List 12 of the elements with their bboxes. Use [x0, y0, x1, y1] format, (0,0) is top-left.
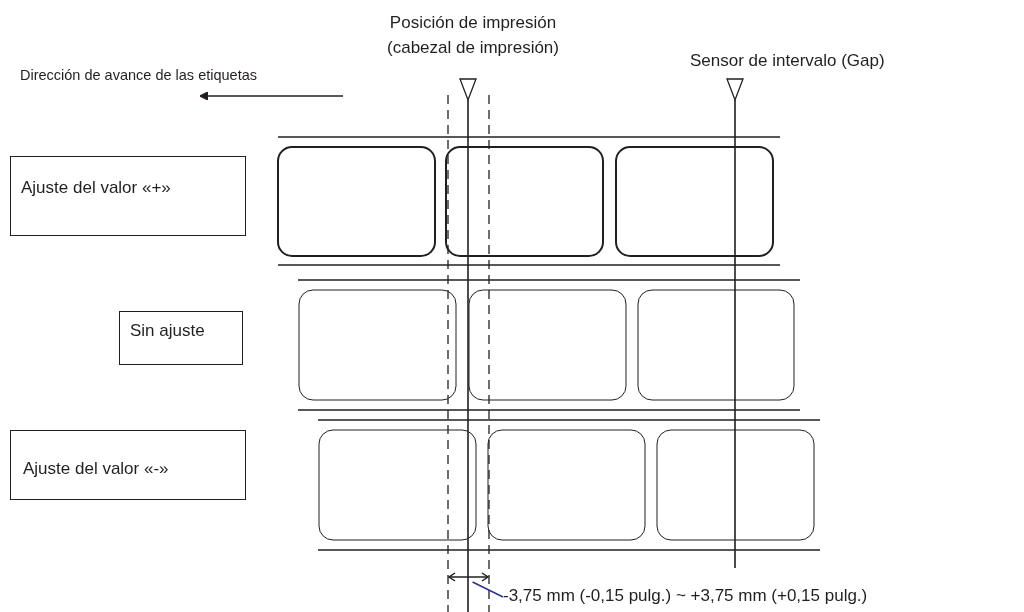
caption-text: Posición de impresión (cabezal de impresión)	[386, 12, 560, 59]
setting-label: Ajuste del valor «+»	[21, 177, 172, 199]
range-text: -3,75 mm (-0,15 pulg.) ~ +3,75 mm (+0,15 pulg.)	[503, 585, 869, 607]
setting-label: Sin ajuste	[130, 320, 206, 342]
setting-box	[10, 156, 246, 236]
caption-text: Sensor de intervalo (Gap)	[690, 50, 886, 72]
leader-line	[471, 581, 504, 598]
setting-box	[119, 311, 243, 365]
caption-text: Dirección de avance de las etiquetas	[20, 66, 258, 85]
setting-box	[10, 430, 246, 500]
setting-label: Ajuste del valor «-»	[23, 458, 170, 480]
dimension-line	[448, 572, 489, 582]
